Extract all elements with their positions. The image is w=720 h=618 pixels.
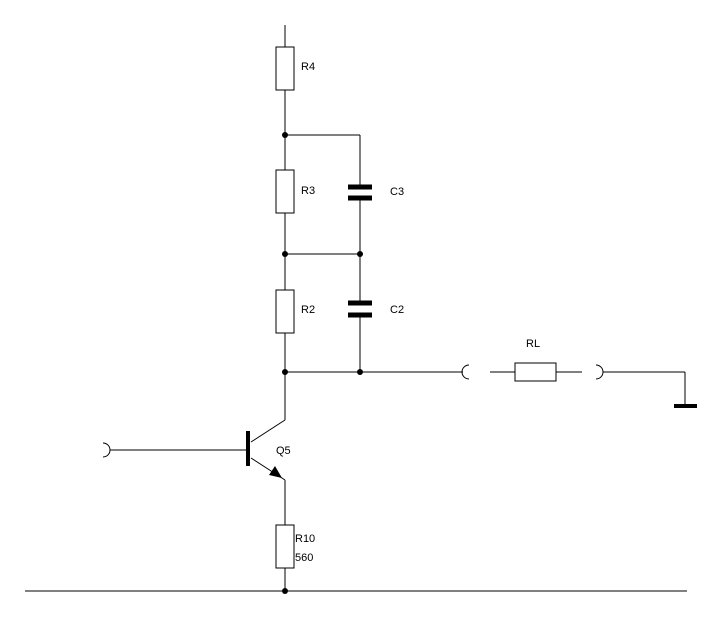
label-r3: R3 <box>301 185 315 197</box>
resistor-r3 <box>275 169 295 214</box>
resistor-rl <box>514 362 557 382</box>
emitter-arrow-icon <box>269 466 282 478</box>
transistor-q5-collector <box>250 419 286 443</box>
label-r4: R4 <box>301 61 315 73</box>
resistor-r4 <box>275 46 295 91</box>
label-r2: R2 <box>301 304 315 316</box>
input-connector <box>102 442 111 458</box>
transistor-q5-base-bar <box>246 431 250 466</box>
junction-ground-rail <box>282 588 288 594</box>
output-connector-left <box>461 364 470 380</box>
label-q5: Q5 <box>276 445 291 457</box>
label-r10-value: 560 <box>295 552 313 564</box>
ground-symbol <box>674 404 697 408</box>
label-c2: C2 <box>390 304 404 316</box>
resistor-r2 <box>275 289 295 334</box>
label-rl: RL <box>526 338 540 350</box>
output-connector-right <box>595 364 604 380</box>
resistor-r10 <box>275 524 295 569</box>
label-c3: C3 <box>390 186 404 198</box>
label-r10: R10 <box>295 533 315 545</box>
